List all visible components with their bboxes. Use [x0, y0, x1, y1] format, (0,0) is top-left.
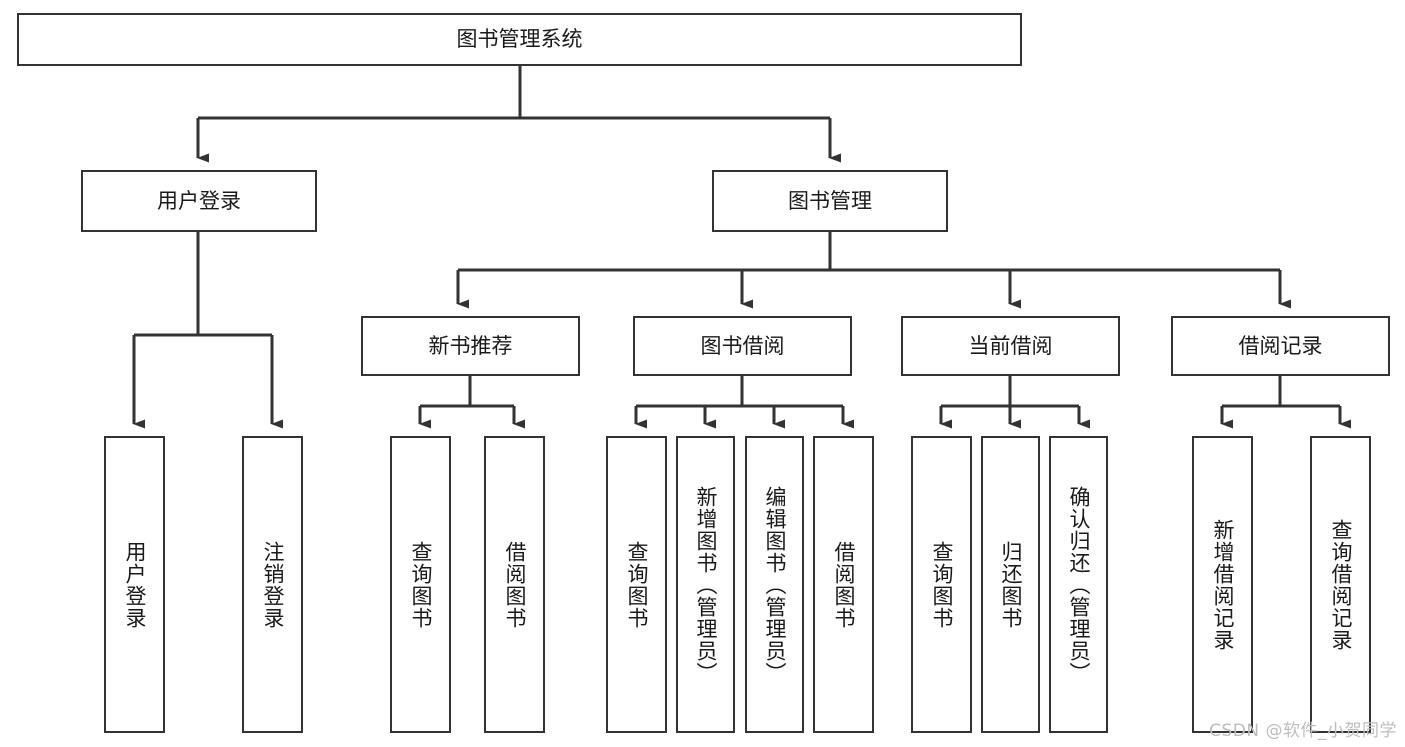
node-leaf-return-book[interactable]: 归还图书	[981, 436, 1040, 733]
node-leaf-edit-book[interactable]: 编辑图书（管理员）	[745, 436, 804, 733]
node-new-book-recommend[interactable]: 新书推荐	[361, 316, 580, 376]
node-leaf-add-record[interactable]: 新增借阅记录	[1192, 436, 1253, 733]
node-book-borrow-label: 图书借阅	[700, 333, 785, 358]
node-leaf-add-book-label: 新增图书（管理员）	[694, 485, 718, 684]
node-new-book-recommend-label: 新书推荐	[428, 333, 513, 358]
node-leaf-add-record-label: 新增借阅记录	[1211, 518, 1235, 651]
node-leaf-add-book[interactable]: 新增图书（管理员）	[676, 436, 735, 733]
node-leaf-query-record[interactable]: 查询借阅记录	[1310, 436, 1371, 733]
node-leaf-query-book-2-label: 查询图书	[625, 540, 649, 629]
node-leaf-confirm-return-label: 确认归还（管理员）	[1067, 485, 1091, 684]
node-leaf-logout-login-label: 注销登录	[261, 540, 285, 629]
node-leaf-query-book-3-label: 查询图书	[930, 540, 954, 629]
node-leaf-user-login[interactable]: 用户登录	[104, 436, 165, 733]
node-user-login-label: 用户登录	[157, 188, 241, 213]
node-borrow-record[interactable]: 借阅记录	[1171, 316, 1390, 376]
node-root[interactable]: 图书管理系统	[17, 13, 1022, 66]
node-book-manage-label: 图书管理	[788, 188, 872, 213]
node-leaf-logout-login[interactable]: 注销登录	[242, 436, 303, 733]
node-leaf-borrow-book-1[interactable]: 借阅图书	[484, 436, 545, 733]
node-leaf-borrow-book-1-label: 借阅图书	[503, 540, 527, 629]
node-user-login[interactable]: 用户登录	[81, 170, 317, 232]
node-leaf-query-book-2[interactable]: 查询图书	[606, 436, 667, 733]
node-leaf-query-record-label: 查询借阅记录	[1329, 518, 1353, 651]
csdn-watermark: CSDN @软件_小贺同学	[1209, 721, 1397, 741]
node-borrow-record-label: 借阅记录	[1238, 333, 1323, 358]
node-leaf-user-login-label: 用户登录	[123, 540, 147, 629]
node-leaf-confirm-return[interactable]: 确认归还（管理员）	[1049, 436, 1108, 733]
node-leaf-query-book-1[interactable]: 查询图书	[390, 436, 451, 733]
node-book-manage[interactable]: 图书管理	[712, 170, 948, 232]
node-current-borrow-label: 当前借阅	[968, 333, 1053, 358]
node-leaf-query-book-3[interactable]: 查询图书	[911, 436, 972, 733]
node-leaf-edit-book-label: 编辑图书（管理员）	[763, 485, 787, 684]
node-leaf-borrow-book-2-label: 借阅图书	[832, 540, 856, 629]
node-leaf-borrow-book-2[interactable]: 借阅图书	[813, 436, 874, 733]
node-leaf-query-book-1-label: 查询图书	[409, 540, 433, 629]
node-current-borrow[interactable]: 当前借阅	[901, 316, 1120, 376]
node-leaf-return-book-label: 归还图书	[999, 540, 1023, 629]
node-book-borrow[interactable]: 图书借阅	[633, 316, 852, 376]
node-root-label: 图书管理系统	[456, 27, 583, 52]
